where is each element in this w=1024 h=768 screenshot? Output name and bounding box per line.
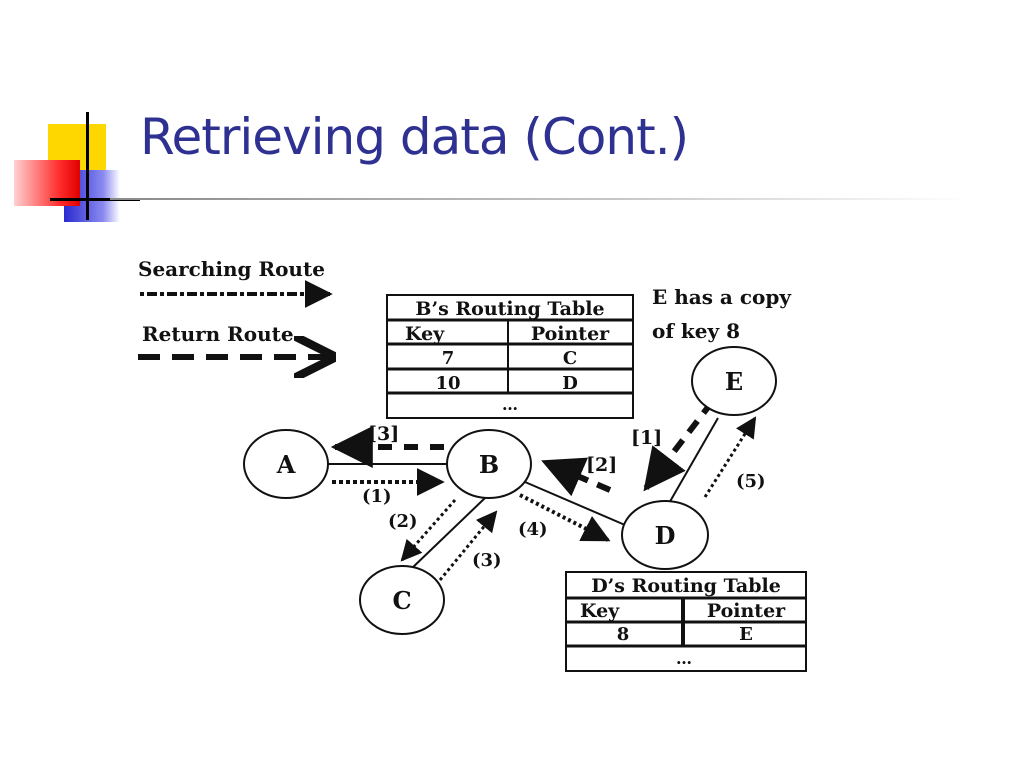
b-table-row1-key: 7 bbox=[442, 348, 455, 369]
deco-vertical-line bbox=[86, 112, 89, 220]
legend-return-label: Return Route bbox=[142, 322, 294, 346]
d-table-row1-pointer: E bbox=[739, 624, 753, 645]
b-table-header-pointer: Pointer bbox=[531, 323, 610, 345]
corner-decoration bbox=[0, 0, 140, 230]
d-table-ellipsis: … bbox=[676, 649, 692, 668]
node-e: E bbox=[691, 346, 777, 416]
note-line1: E has a copy bbox=[652, 285, 792, 309]
return-step-3-label: [3] bbox=[368, 423, 399, 445]
return-step-1-arrow bbox=[643, 400, 715, 492]
return-step-2-arrow bbox=[541, 457, 612, 497]
d-table-header-pointer: Pointer bbox=[707, 600, 786, 622]
node-c-label: C bbox=[392, 586, 411, 615]
title-underline bbox=[110, 198, 970, 200]
note-line2: of key 8 bbox=[652, 319, 740, 343]
legend-searching-label: Searching Route bbox=[138, 257, 325, 281]
b-table-row2-pointer: D bbox=[562, 373, 578, 394]
d-table-row1-key: 8 bbox=[617, 624, 630, 645]
d-table-title: D’s Routing Table bbox=[591, 575, 781, 597]
link-b-c bbox=[409, 497, 486, 571]
node-a-label: A bbox=[276, 450, 296, 479]
node-d-label: D bbox=[655, 521, 676, 550]
return-step-1-label: [1] bbox=[631, 427, 662, 449]
b-table-row1-pointer: C bbox=[563, 348, 577, 369]
node-d: D bbox=[621, 500, 709, 570]
node-b-label: B bbox=[479, 450, 499, 479]
node-a: A bbox=[243, 429, 329, 499]
search-step-3-label: (3) bbox=[472, 550, 502, 571]
search-step-2-label: (2) bbox=[388, 511, 418, 532]
node-c: C bbox=[359, 565, 445, 635]
search-step-4-label: (4) bbox=[518, 519, 548, 540]
search-step-4-arrow bbox=[519, 493, 611, 542]
b-table-row2-key: 10 bbox=[435, 373, 460, 394]
return-step-2-label: [2] bbox=[586, 454, 617, 476]
node-b: B bbox=[446, 429, 532, 499]
d-routing-table: D’s Routing Table Key Pointer 8 E … bbox=[565, 571, 807, 672]
slide-title: Retrieving data (Cont.) bbox=[140, 108, 689, 166]
b-routing-table: B’s Routing Table Key Pointer 7 C 10 D … bbox=[386, 294, 634, 419]
search-step-1-label: (1) bbox=[362, 486, 392, 507]
node-e-label: E bbox=[725, 367, 743, 396]
b-table-header-key: Key bbox=[405, 323, 445, 345]
search-step-3-arrow bbox=[438, 510, 498, 581]
b-table-ellipsis: … bbox=[502, 395, 518, 414]
d-table-header-key: Key bbox=[580, 600, 620, 622]
b-table-title: B’s Routing Table bbox=[415, 298, 604, 320]
deco-horizontal-line bbox=[50, 198, 140, 201]
search-step-5-label: (5) bbox=[736, 471, 766, 492]
search-step-2-arrow bbox=[400, 499, 457, 562]
